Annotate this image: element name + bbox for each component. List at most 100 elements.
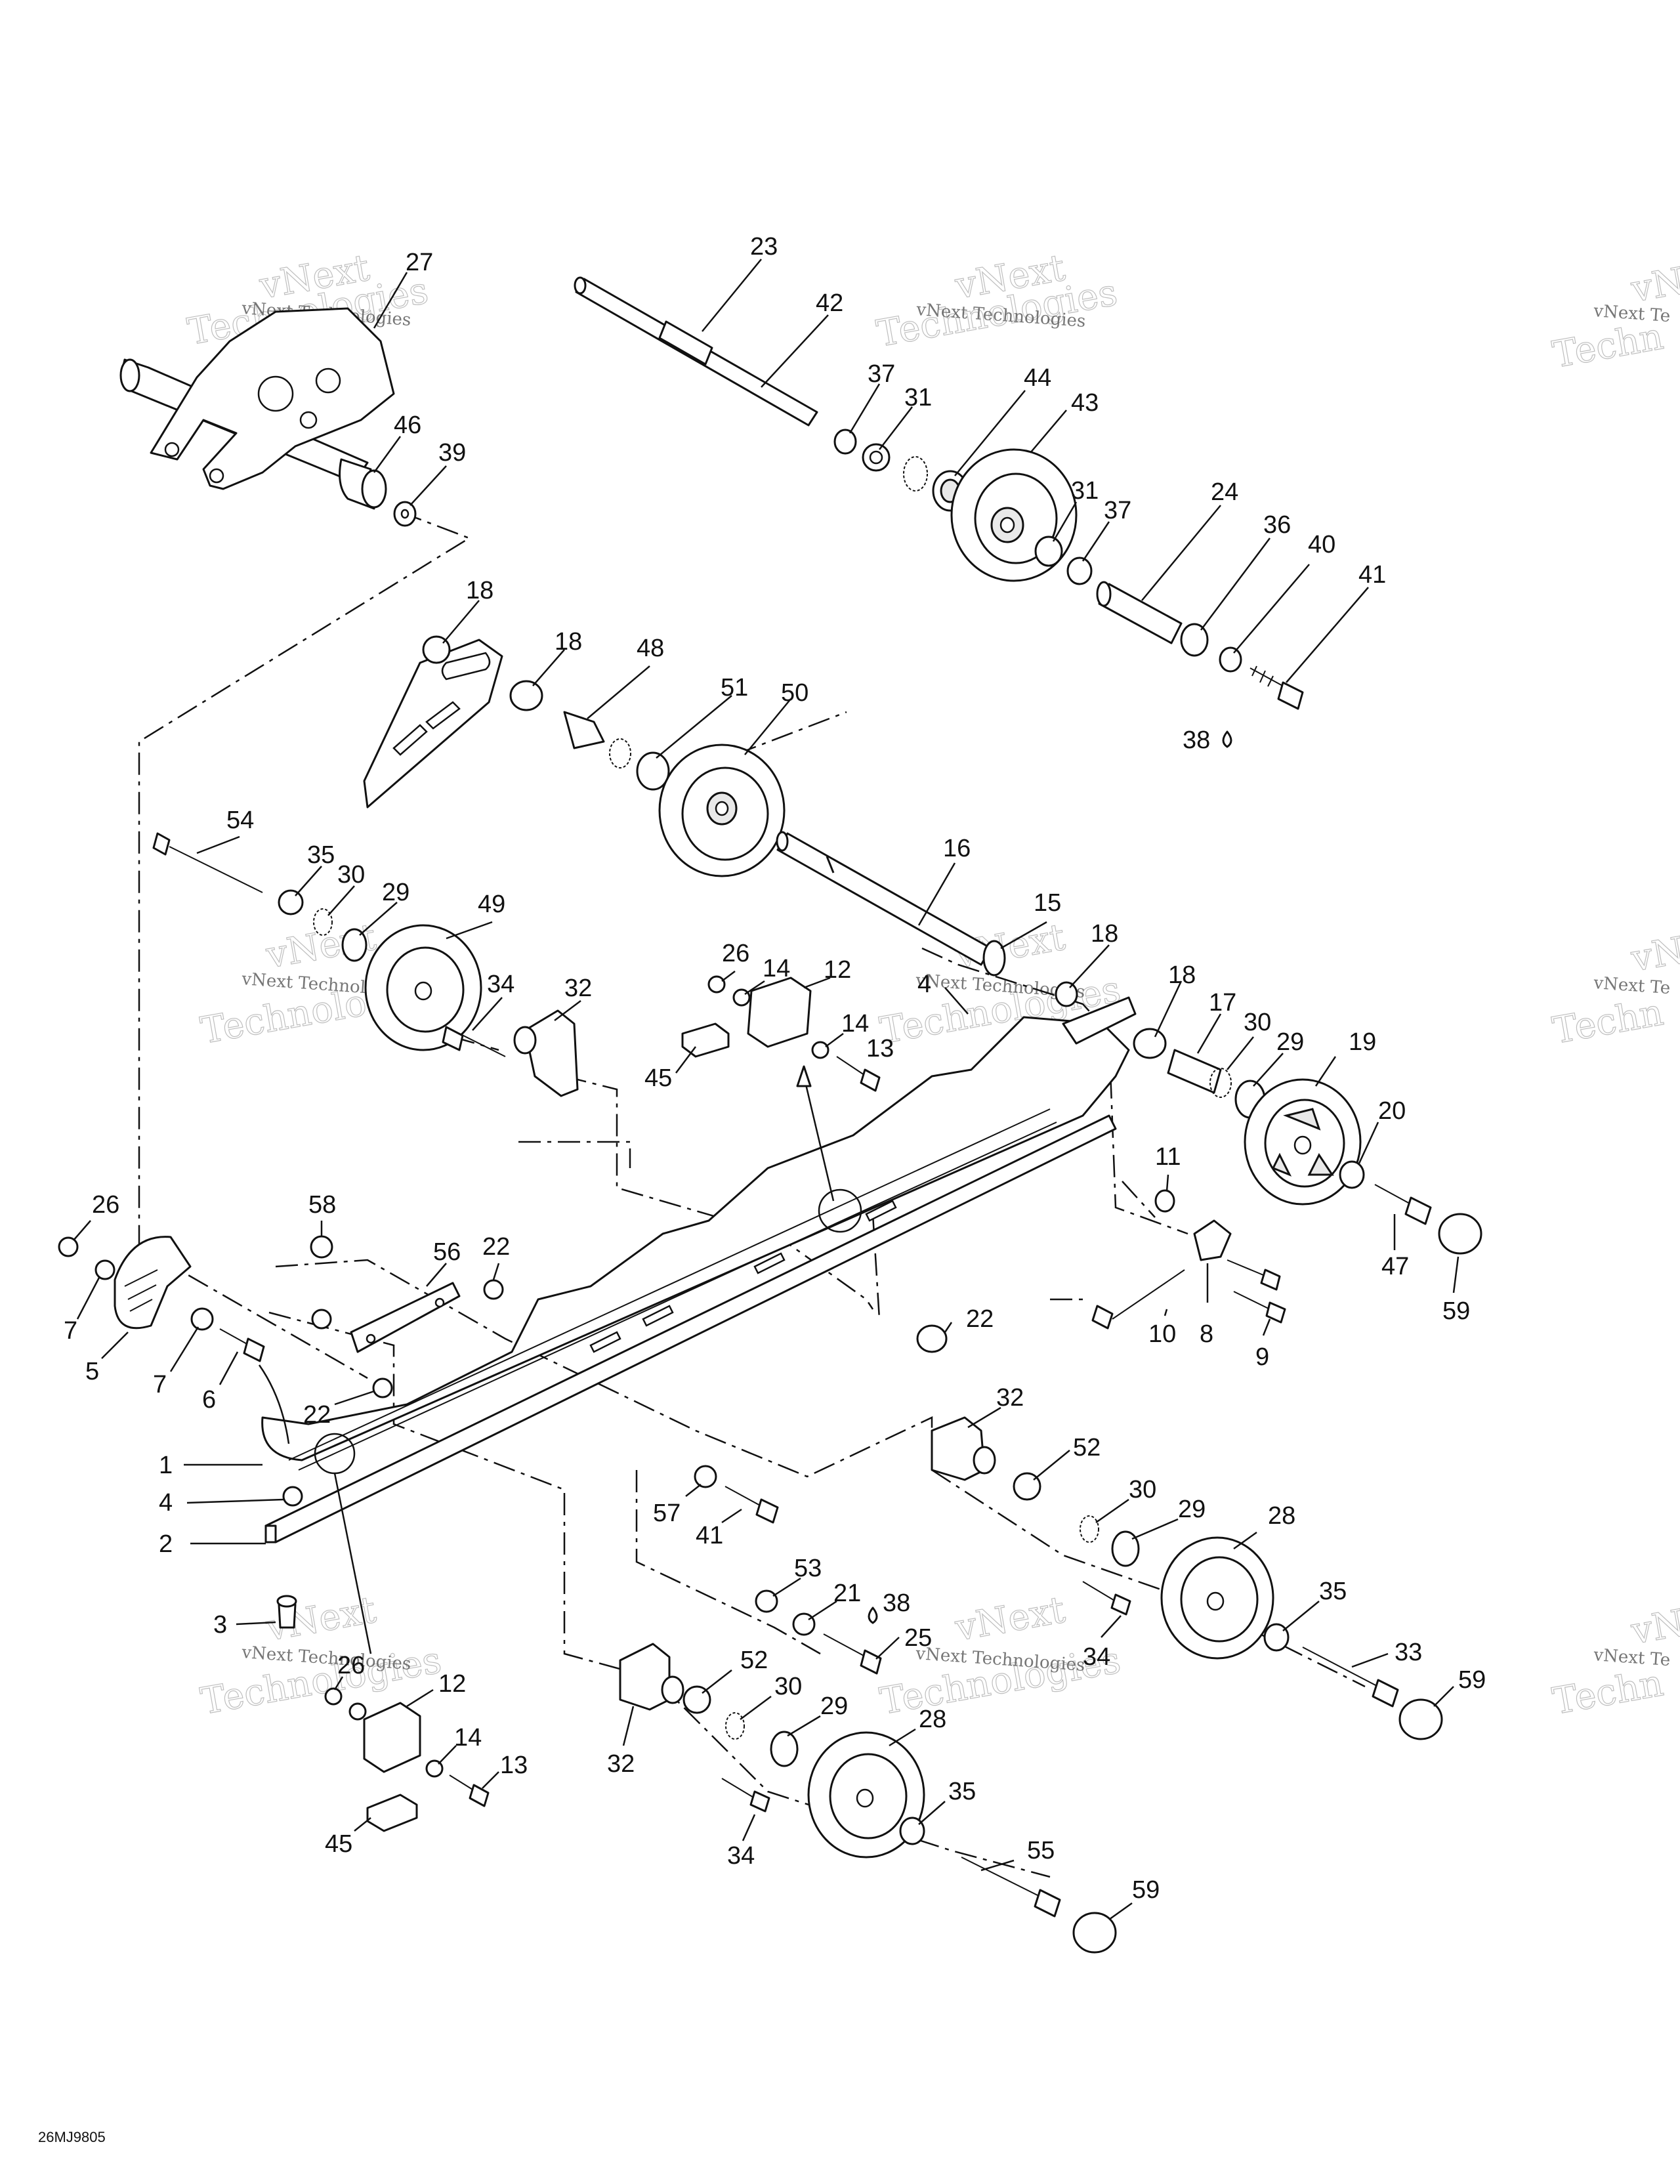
leader-rail-front bbox=[333, 1473, 372, 1654]
rear-axle-assembly bbox=[776, 831, 1266, 1119]
leader-14b bbox=[825, 1032, 844, 1048]
cap-59c bbox=[1072, 1912, 1117, 1954]
leader-14a bbox=[744, 980, 765, 996]
spacer-24-end bbox=[1096, 581, 1112, 607]
bearing-51 bbox=[636, 751, 670, 791]
loctite-drop-38 bbox=[1222, 730, 1232, 748]
front-lower-wheel bbox=[619, 1643, 1117, 1954]
callout-32b: 32 bbox=[996, 1384, 1024, 1412]
washer-36 bbox=[1180, 623, 1209, 657]
leader-35b bbox=[1282, 1601, 1320, 1631]
arm-hole bbox=[299, 411, 318, 429]
leader-lines bbox=[73, 259, 1460, 1921]
center-line-bolt-10 bbox=[1122, 1181, 1156, 1218]
watermark-3: vNe Techn vNext Te bbox=[1549, 255, 1680, 377]
washer-7b bbox=[190, 1307, 214, 1331]
rear-lower-wheel bbox=[931, 1416, 1443, 1740]
leader-59c bbox=[1108, 1902, 1133, 1921]
callout-29a: 29 bbox=[382, 879, 410, 906]
callout-59a: 59 bbox=[1442, 1297, 1470, 1325]
callout-28b: 28 bbox=[919, 1706, 946, 1733]
callout-57: 57 bbox=[653, 1500, 681, 1527]
bolt-41b-thread bbox=[724, 1486, 762, 1507]
callout-22a: 22 bbox=[482, 1233, 510, 1261]
leader-29c bbox=[1131, 1518, 1179, 1540]
callout-30d: 30 bbox=[774, 1673, 802, 1700]
spacer-48 bbox=[563, 711, 605, 749]
watermark-partial-big-top: vNe bbox=[1628, 1598, 1680, 1653]
callout-58: 58 bbox=[308, 1191, 336, 1219]
upper-idler-assembly bbox=[574, 276, 1304, 748]
leader-35c bbox=[918, 1801, 946, 1825]
callout-41b: 41 bbox=[696, 1522, 723, 1549]
callout-7b: 7 bbox=[153, 1371, 167, 1398]
rail-slot bbox=[589, 1331, 621, 1353]
axle-23-end bbox=[574, 276, 587, 295]
front-wheel-49 bbox=[152, 832, 579, 1097]
leader-4a bbox=[944, 987, 969, 1015]
bolt-8-thread bbox=[1227, 1259, 1267, 1277]
leader-27 bbox=[373, 272, 408, 329]
frame-plate-slot bbox=[392, 724, 428, 756]
bolt-25-thread bbox=[823, 1633, 867, 1658]
callout-50: 50 bbox=[781, 679, 808, 707]
callout-35a: 35 bbox=[307, 841, 335, 869]
leader-45b bbox=[354, 1817, 371, 1832]
leader-21 bbox=[808, 1600, 837, 1621]
bolt-41-head bbox=[1277, 681, 1304, 710]
arm-hole bbox=[257, 375, 294, 412]
callout-35c: 35 bbox=[948, 1778, 976, 1805]
idler-wheel-50-bore bbox=[715, 801, 729, 816]
wheel-19-bore bbox=[1293, 1135, 1312, 1155]
center-line-rear-wheel bbox=[931, 1469, 1366, 1688]
leader-30d bbox=[740, 1695, 772, 1721]
washer-14c bbox=[348, 1702, 367, 1721]
callout-26b: 26 bbox=[92, 1191, 119, 1219]
nut-26b bbox=[58, 1236, 79, 1257]
rail-top-mount bbox=[1062, 996, 1137, 1045]
leader-19 bbox=[1314, 1056, 1337, 1087]
bracket-56 bbox=[350, 1282, 461, 1353]
callout-13b: 13 bbox=[500, 1752, 528, 1779]
bolt-6-thread bbox=[219, 1328, 250, 1346]
nut-58 bbox=[310, 1235, 333, 1259]
bolt-34c-thread bbox=[721, 1778, 755, 1799]
callout-30c: 30 bbox=[1129, 1476, 1156, 1503]
lock-washer-40 bbox=[1219, 646, 1242, 673]
washer-18c bbox=[1055, 981, 1078, 1007]
axle-16-end bbox=[776, 831, 789, 852]
callout-44: 44 bbox=[1024, 364, 1051, 392]
circlip-30d bbox=[725, 1712, 745, 1740]
leader-29d bbox=[787, 1715, 821, 1737]
leader-18d bbox=[1154, 980, 1183, 1038]
frame-plate-slot bbox=[441, 652, 491, 681]
stopper-5-ribs bbox=[124, 1269, 158, 1312]
callout-30b: 30 bbox=[1244, 1009, 1271, 1036]
callout-13a: 13 bbox=[866, 1035, 894, 1062]
rear-bracket bbox=[1091, 1189, 1286, 1330]
slider-2-end bbox=[264, 1524, 277, 1544]
center-line-slider-32 bbox=[518, 1141, 631, 1168]
rail-stopper-arrowhead bbox=[796, 1065, 812, 1087]
leader-52a bbox=[1033, 1450, 1070, 1480]
leader-52b bbox=[702, 1670, 732, 1694]
slider-mount-32c bbox=[619, 1643, 671, 1711]
leader-41b bbox=[721, 1508, 742, 1524]
callout-48: 48 bbox=[637, 635, 664, 662]
axle-end bbox=[119, 358, 140, 392]
callout-6: 6 bbox=[202, 1386, 216, 1414]
callout-38b: 38 bbox=[883, 1589, 910, 1617]
front-stopper bbox=[58, 1236, 265, 1362]
nut-22a bbox=[311, 1309, 332, 1330]
slider-32a-stub bbox=[513, 1026, 537, 1055]
callout-31b: 31 bbox=[1071, 477, 1099, 505]
leader-31a bbox=[879, 406, 913, 450]
center-line-left-frame bbox=[138, 511, 471, 1379]
leader-31b bbox=[1052, 501, 1078, 542]
center-line-front-wheel bbox=[564, 1075, 874, 1310]
callout-26c: 26 bbox=[337, 1652, 365, 1679]
callout-37a: 37 bbox=[868, 360, 895, 388]
spacer-tube-24 bbox=[1098, 583, 1183, 644]
leader-56 bbox=[426, 1263, 447, 1287]
leader-34a bbox=[472, 997, 503, 1031]
